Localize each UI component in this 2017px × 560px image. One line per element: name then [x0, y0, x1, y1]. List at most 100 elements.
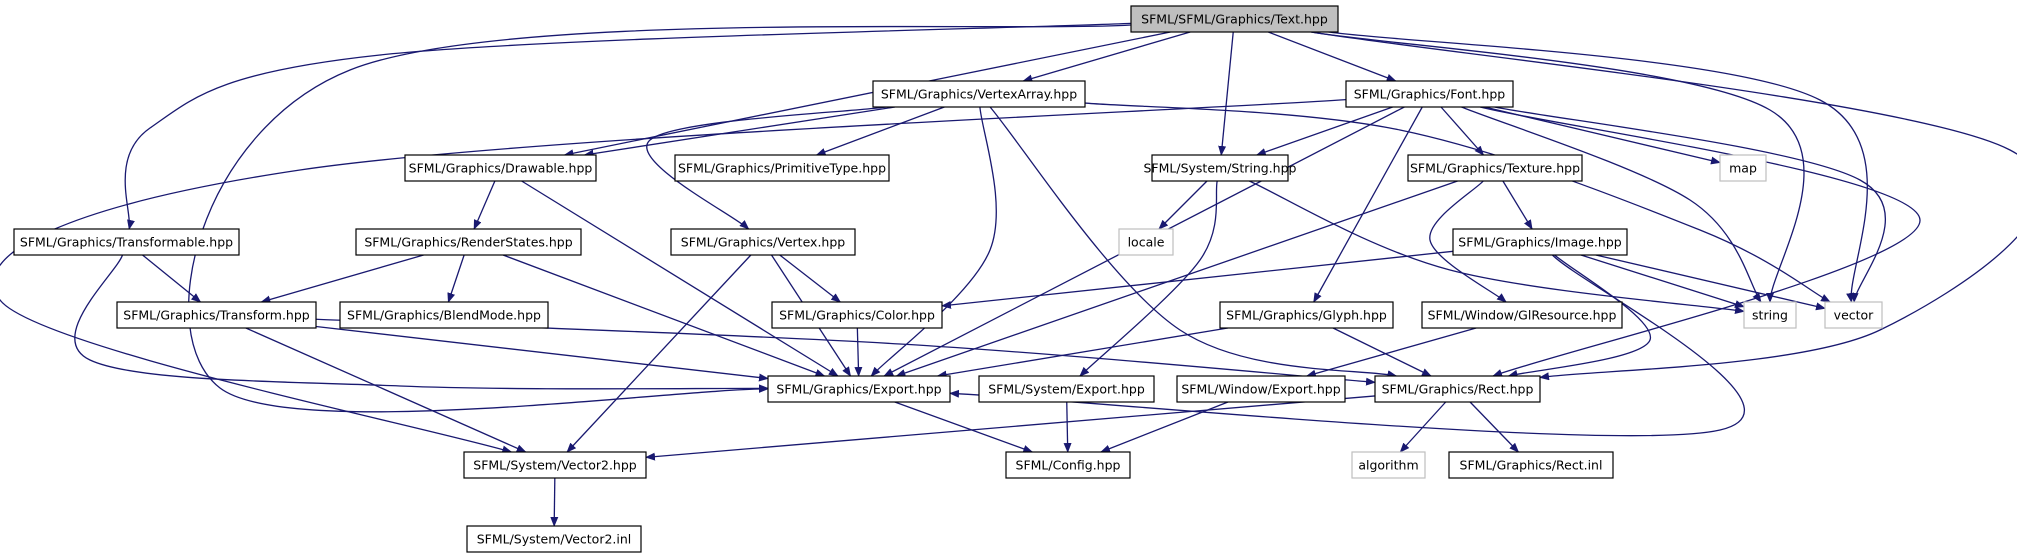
node-label-stdstring: string: [1752, 308, 1788, 323]
node-box-sexport: [978, 375, 1155, 403]
node-label-map: map: [1729, 161, 1757, 176]
node-rect[interactable]: SFML/Graphics/Rect.hpp: [1374, 375, 1541, 403]
edge-glyph-to-rect: [1332, 327, 1432, 377]
node-box-gexport: [767, 375, 951, 403]
edge-image-to-stdstring: [1580, 254, 1745, 308]
node-sexport[interactable]: SFML/System/Export.hpp: [978, 375, 1155, 403]
edge-font-to-string: [1255, 106, 1393, 156]
node-vector2[interactable]: SFML/System/Vector2.hpp: [463, 451, 647, 479]
edge-vertex-to-color: [779, 254, 842, 303]
edge-text-to-font: [1268, 31, 1397, 82]
node-blendmode[interactable]: SFML/Graphics/BlendMode.hpp: [339, 301, 549, 329]
node-label-rect: SFML/Graphics/Rect.hpp: [1382, 382, 1534, 397]
edge-font-to-vector: [1494, 106, 1886, 303]
node-box-image: [1452, 228, 1628, 256]
node-map: map: [1719, 154, 1767, 182]
node-box-font: [1345, 80, 1514, 108]
node-image[interactable]: SFML/Graphics/Image.hpp: [1452, 228, 1628, 256]
edge-transform-to-rect: [315, 318, 1376, 386]
edge-image-to-gexport: [949, 254, 1745, 437]
edge-string-to-locale: [1158, 180, 1208, 230]
edge-image-to-rect: [1507, 254, 1651, 378]
node-vector2inl[interactable]: SFML/System/Vector2.inl: [466, 525, 642, 553]
edge-rect-to-rectinl: [1469, 401, 1520, 453]
node-box-wexport: [1176, 375, 1346, 403]
node-box-glyph: [1219, 301, 1394, 329]
node-vertex[interactable]: SFML/Graphics/Vertex.hpp: [670, 228, 856, 256]
node-label-drawable: SFML/Graphics/Drawable.hpp: [409, 161, 593, 176]
node-box-color: [771, 301, 943, 329]
edge-drawable-to-renderstates: [473, 180, 496, 230]
node-drawable[interactable]: SFML/Graphics/Drawable.hpp: [404, 154, 597, 182]
edge-font-to-glyph: [1313, 106, 1423, 303]
node-label-text: SFML/SFML/Graphics/Text.hpp: [1141, 12, 1328, 27]
node-label-primitivetype: SFML/Graphics/PrimitiveType.hpp: [678, 161, 886, 176]
node-box-text: [1130, 5, 1339, 33]
edge-sexport-to-config: [1063, 401, 1072, 453]
edge-drawable-to-gexport: [521, 180, 839, 377]
node-label-vector2: SFML/System/Vector2.hpp: [473, 458, 637, 473]
node-config[interactable]: SFML/Config.hpp: [1005, 451, 1131, 479]
node-vertexarray[interactable]: SFML/Graphics/VertexArray.hpp: [872, 80, 1086, 108]
node-box-drawable: [404, 154, 597, 182]
node-label-vertexarray: SFML/Graphics/VertexArray.hpp: [881, 87, 1077, 102]
edge-text-to-string: [1218, 31, 1234, 156]
node-box-transform: [116, 301, 317, 329]
node-box-string: [1151, 154, 1289, 182]
node-label-vector2inl: SFML/System/Vector2.inl: [477, 532, 632, 547]
node-label-config: SFML/Config.hpp: [1016, 458, 1121, 473]
edge-glyph-to-gexport: [936, 327, 1228, 379]
edge-image-to-color: [941, 250, 1454, 309]
node-font[interactable]: SFML/Graphics/Font.hpp: [1345, 80, 1514, 108]
node-box-config: [1005, 451, 1131, 479]
edge-transformable-to-transform: [142, 254, 202, 303]
node-stdstring: string: [1743, 301, 1797, 329]
edge-vertexarray-to-drawable: [583, 106, 896, 158]
node-box-stdstring: [1743, 301, 1797, 329]
edge-image-to-vector: [1595, 254, 1826, 311]
node-vector: vector: [1824, 301, 1883, 329]
node-box-glresource: [1421, 301, 1623, 329]
node-texture[interactable]: SFML/Graphics/Texture.hpp: [1407, 154, 1583, 182]
edge-color-to-gexport: [854, 327, 863, 377]
edge-glresource-to-wexport: [1305, 327, 1477, 378]
edge-font-to-texture: [1440, 106, 1485, 156]
node-label-font: SFML/Graphics/Font.hpp: [1354, 87, 1506, 102]
node-transform[interactable]: SFML/Graphics/Transform.hpp: [116, 301, 317, 329]
node-algorithm: algorithm: [1351, 451, 1426, 479]
edge-transform-to-gexport: [315, 325, 769, 382]
edge-texture-to-glresource: [1429, 180, 1507, 303]
node-label-glyph: SFML/Graphics/Glyph.hpp: [1226, 308, 1387, 323]
edge-font-to-vector2: [0, 98, 1347, 454]
nodes-layer: SFML/SFML/Graphics/Text.hppSFML/Graphics…: [13, 5, 1883, 553]
node-box-algorithm: [1351, 451, 1426, 479]
edge-vertexarray-to-gexport: [870, 106, 997, 377]
node-glresource[interactable]: SFML/Window/GlResource.hpp: [1421, 301, 1623, 329]
edge-text-to-gexport: [188, 24, 1132, 413]
node-label-transform: SFML/Graphics/Transform.hpp: [123, 308, 310, 323]
node-transformable[interactable]: SFML/Graphics/Transformable.hpp: [13, 228, 240, 256]
edge-vector2-to-vector2inl: [550, 477, 559, 527]
node-rectinl[interactable]: SFML/Graphics/Rect.inl: [1448, 451, 1614, 479]
node-text[interactable]: SFML/SFML/Graphics/Text.hpp: [1130, 5, 1339, 33]
node-box-rectinl: [1448, 451, 1614, 479]
node-box-primitivetype: [674, 154, 890, 182]
node-label-sexport: SFML/System/Export.hpp: [988, 382, 1145, 397]
edge-vertexarray-to-primitivetype: [815, 106, 945, 156]
edge-vertex-to-vector2: [566, 254, 752, 453]
node-color[interactable]: SFML/Graphics/Color.hpp: [771, 301, 943, 329]
node-string[interactable]: SFML/System/String.hpp: [1144, 154, 1297, 182]
edge-text-to-vertexarray: [1022, 31, 1191, 83]
edge-rect-to-algorithm: [1399, 401, 1447, 453]
node-box-transformable: [13, 228, 240, 256]
node-renderstates[interactable]: SFML/Graphics/RenderStates.hpp: [355, 228, 582, 256]
node-label-vector: vector: [1834, 308, 1875, 323]
edge-texture-to-image: [1502, 180, 1533, 230]
node-gexport[interactable]: SFML/Graphics/Export.hpp: [767, 375, 951, 403]
node-primitivetype[interactable]: SFML/Graphics/PrimitiveType.hpp: [674, 154, 890, 182]
node-wexport[interactable]: SFML/Window/Export.hpp: [1176, 375, 1346, 403]
edge-font-to-stdstring: [1461, 106, 1762, 303]
node-label-renderstates: SFML/Graphics/RenderStates.hpp: [364, 235, 572, 250]
node-glyph[interactable]: SFML/Graphics/Glyph.hpp: [1219, 301, 1394, 329]
